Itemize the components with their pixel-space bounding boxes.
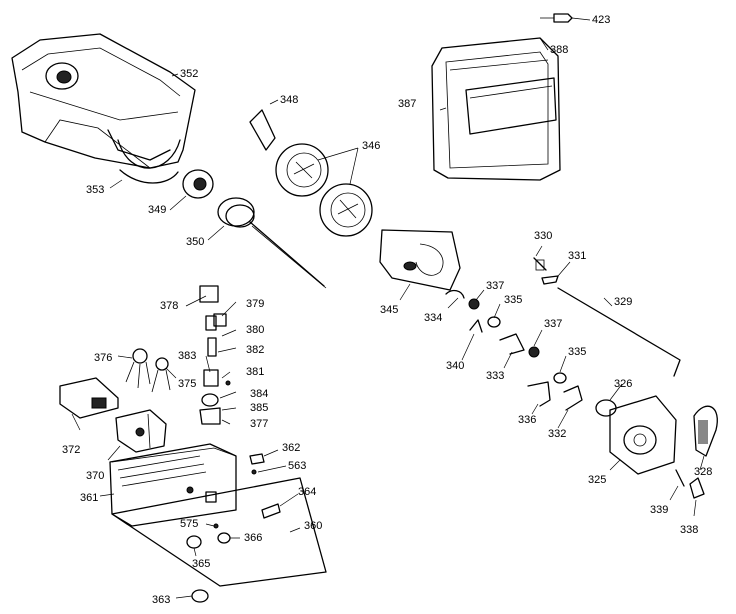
leader-line [439,37,549,111]
callout-387: 387 [398,98,417,110]
valve-stack-part [199,285,231,425]
callout-383-upper: 383 [178,350,197,362]
tab-part [249,109,276,151]
callout-366: 366 [244,532,263,544]
callout-382: 382 [246,344,265,356]
leader-line [185,295,237,425]
callout-363: 363 [152,594,171,606]
front-cover-part [431,37,561,181]
callout-326: 326 [614,378,633,390]
leader-line [447,289,569,429]
callout-380: 380 [246,324,265,336]
mounting-plate-part [379,229,461,291]
callout-423: 423 [592,14,611,26]
leader-line [171,73,179,77]
callout-335-upper: 335 [504,294,523,306]
callout-563: 563 [288,460,307,472]
harness-part [125,348,171,393]
callout-370: 370 [86,470,105,482]
callout-330: 330 [534,230,553,242]
callout-328: 328 [694,466,713,478]
callout-345: 345 [380,304,399,316]
callout-332: 332 [548,428,567,440]
leader-line [207,225,225,241]
blade-pair-part [275,143,373,237]
fastener-part [249,453,281,519]
callout-388: 388 [550,44,569,56]
connector-part [540,13,591,23]
callout-340: 340 [446,360,465,372]
callout-335-lower: 335 [568,346,587,358]
callout-352: 352 [180,68,199,80]
switch-arm-part [533,257,681,377]
callout-346: 346 [362,140,381,152]
callout-338: 338 [680,524,699,536]
callout-376: 376 [94,352,113,364]
leader-line [109,179,123,189]
callout-372: 372 [62,444,81,456]
callout-361: 361 [80,492,99,504]
callout-377: 377 [250,418,269,430]
callout-375: 375 [178,378,197,390]
leader-line [609,383,623,471]
callout-333: 333 [486,370,505,382]
plug-part [191,589,209,603]
callout-365: 365 [192,558,211,570]
shield-part [59,377,119,419]
leader-line [399,283,411,301]
leader-line [257,449,299,507]
callout-331: 331 [568,250,587,262]
callout-337-upper: 337 [486,280,505,292]
leader-line [269,99,279,105]
leader-line [71,413,81,431]
callout-378: 378 [160,300,179,312]
callout-349: 349 [148,204,167,216]
leader-line [317,147,359,185]
callout-339: 339 [650,504,669,516]
motor-module-part [595,395,677,475]
leader-line [669,455,705,517]
leader-line [107,445,121,461]
auger-shaft-part [217,197,327,289]
callout-348: 348 [280,94,299,106]
callout-353: 353 [86,184,105,196]
leader-line [117,355,177,379]
callout-336: 336 [518,414,537,426]
callout-381: 381 [246,366,265,378]
leader-line [535,245,613,307]
bail-clip-part [119,169,179,184]
leader-line [193,523,240,557]
leader-line [99,493,115,497]
small-levers-part [445,289,583,411]
bushing-part [182,169,214,199]
ice-bucket-part [11,33,196,169]
callout-329: 329 [614,296,633,308]
callout-364: 364 [298,486,317,498]
callout-360: 360 [304,520,323,532]
callout-362: 362 [282,442,301,454]
callout-334: 334 [424,312,443,324]
callout-325: 325 [588,474,607,486]
callout-575: 575 [180,518,199,530]
callout-337-lower: 337 [544,318,563,330]
leader-line [175,595,193,599]
callout-384: 384 [250,388,269,400]
leader-line [169,195,187,211]
drive-motor-part [115,409,167,453]
callout-385: 385 [250,402,269,414]
cam-part [675,405,718,499]
callout-379: 379 [246,298,265,310]
housing-part [109,443,237,527]
callout-350: 350 [186,236,205,248]
leader-line [289,527,301,533]
base-plate-part [111,477,327,587]
